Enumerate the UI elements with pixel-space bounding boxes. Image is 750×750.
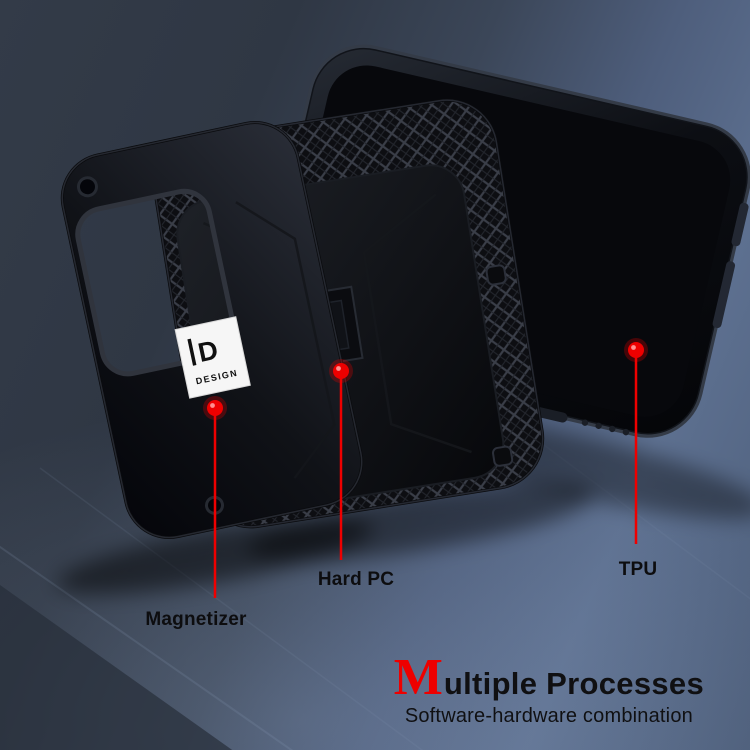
title-subtitle: Software-hardware combination [404,705,693,727]
callout-hard-pc [329,359,353,560]
tpu-speaker-hole [581,419,589,426]
tpu-speaker-hole [622,428,630,436]
tpu-speaker-hole [595,422,602,430]
desk-edge-shadow [0,585,233,750]
callout-dot-hard-pc [333,363,349,379]
corner-screw [492,445,514,467]
title-rest: ultiple Processes [443,666,704,701]
callout-tpu [624,338,648,544]
callout-dot-tpu [628,342,644,358]
corner-hole [76,176,98,198]
tpu-speaker-hole [609,425,616,433]
label-hard-pc: Hard PC [317,569,395,590]
callout-magnetizer [203,396,227,598]
design-label-card [174,316,251,399]
tpu-side-button [712,261,736,328]
title-initial: M [393,649,443,706]
design-label: D DESIGN [174,316,251,399]
magnetizer-case: D DESIGN [60,120,364,540]
label-magnetizer: Magnetizer [145,609,247,630]
camera-cutout [75,188,237,377]
label-tpu: TPU [618,559,658,580]
callout-dot-magnetizer [207,400,223,416]
tpu-side-button [731,202,749,247]
corner-screw [485,264,507,286]
